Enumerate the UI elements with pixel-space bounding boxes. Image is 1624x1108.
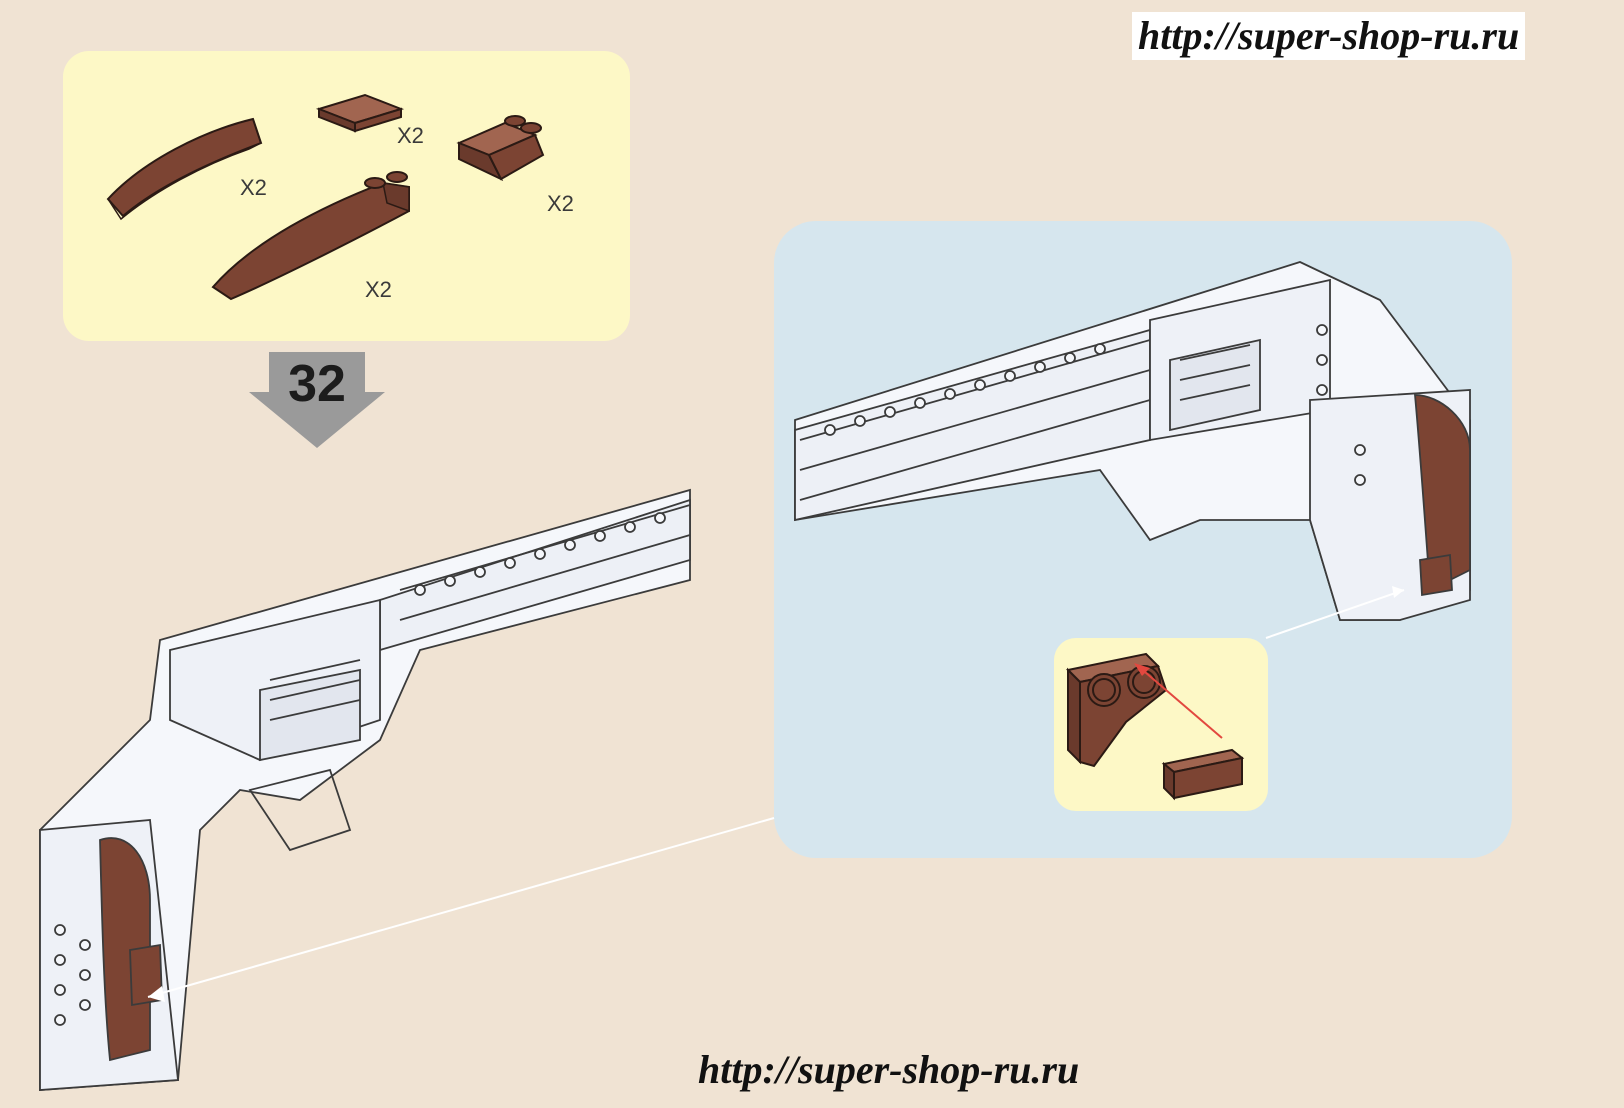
- sub-assembly-inset: [1054, 638, 1268, 811]
- sub-assembly-illustration: [1065, 652, 1245, 801]
- slope-plate-1x2-part: [456, 115, 545, 182]
- slope-plate-assembly: [1065, 652, 1168, 768]
- part-quantity: X2: [397, 123, 424, 148]
- step-number: 32: [288, 355, 346, 413]
- parts-list-panel: X2 X2 X2 X2: [63, 51, 630, 341]
- tile-1x2-assembly: [1161, 748, 1245, 801]
- tile-1x2-part: [315, 93, 405, 133]
- step-badge: 32: [249, 352, 385, 448]
- part-quantity: X2: [547, 191, 574, 216]
- connector-line: [147, 586, 1405, 1002]
- parts-illustrations: [106, 93, 545, 301]
- watermark-bottom: http://super-shop-ru.ru: [698, 1047, 1080, 1092]
- watermark-top: http://super-shop-ru.ru: [1132, 12, 1526, 60]
- down-arrow-icon: [249, 352, 385, 448]
- part-quantity: X2: [365, 277, 392, 302]
- revolver-detail-model: [794, 261, 1471, 621]
- revolver-main-model: [39, 488, 691, 1091]
- red-arrow-icon: [1134, 663, 1223, 739]
- curved-slope-long-part: [211, 171, 410, 301]
- part-quantity: X2: [240, 175, 267, 200]
- curved-slope-small-part: [106, 117, 263, 221]
